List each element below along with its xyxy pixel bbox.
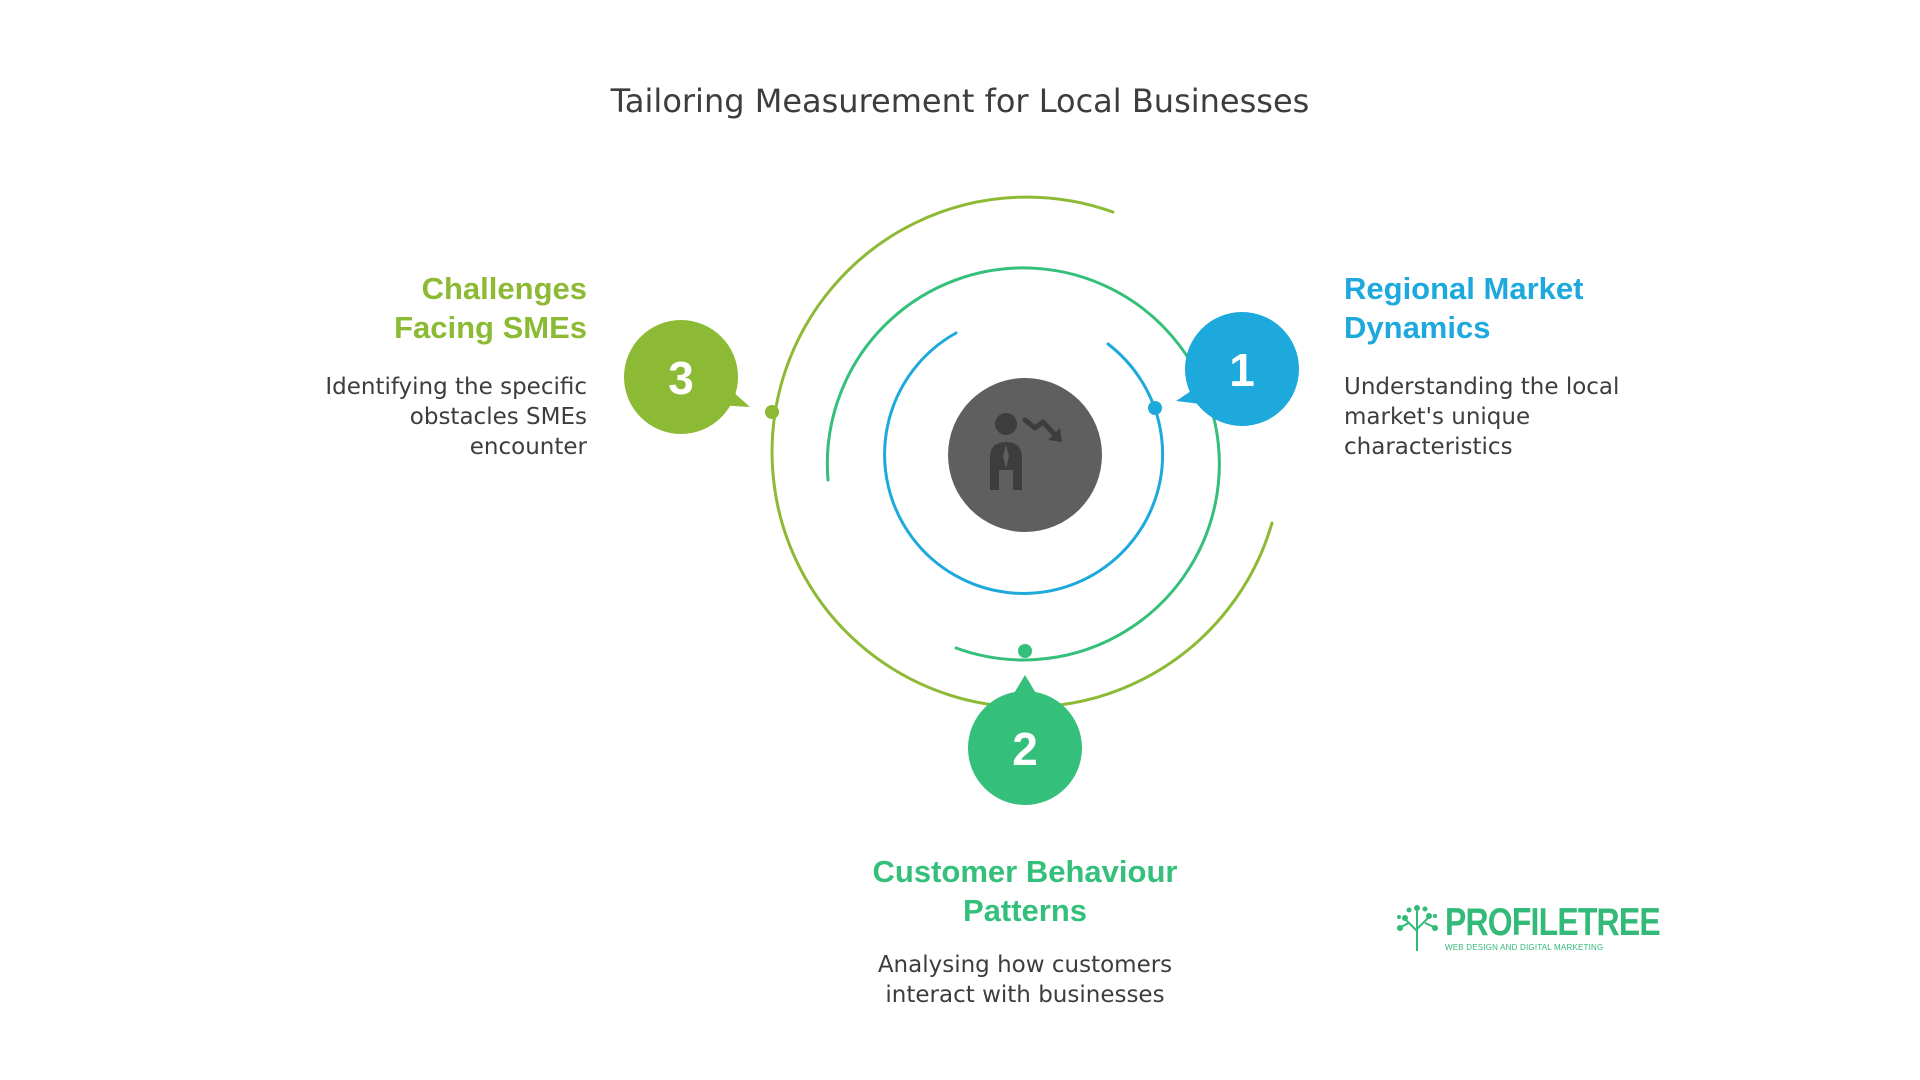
page-title: Tailoring Measurement for Local Business… [610, 82, 1310, 120]
step-2-heading-line2: Patterns [962, 893, 1088, 928]
step-1-number: 1 [1229, 344, 1255, 396]
step-3-desc-line2: obstacles SMEs [409, 404, 587, 430]
step-2-desc-line1: Analysing how customers [877, 952, 1173, 978]
step-3-desc-line1: Identifying the specific [325, 374, 587, 400]
step-3-heading-line2: Facing SMEs [394, 310, 587, 345]
step-2-desc-line2: interact with businesses [885, 982, 1165, 1008]
step-3-desc-line3: encounter [469, 434, 587, 460]
middle-ring-arc [825, 266, 1221, 662]
step-1-heading-line2: Dynamics [1344, 310, 1491, 345]
tree-icon [1397, 905, 1438, 951]
inner-ring-arc [883, 331, 1165, 595]
logo-tagline: WEB DESIGN AND DIGITAL MARKETING [1445, 943, 1604, 952]
ring-dot-1 [1148, 401, 1162, 415]
step-3-description: Identifying the specific obstacles SMEs … [325, 372, 587, 462]
step-3-heading: Challenges Facing SMEs [394, 269, 587, 347]
step-3-number: 3 [668, 352, 694, 404]
step-3-marker [624, 320, 750, 434]
center-circle [948, 378, 1102, 532]
step-1-heading: Regional Market Dynamics [1344, 269, 1583, 347]
ring-dot-2 [1018, 644, 1032, 658]
step-2-heading-line1: Customer Behaviour [872, 854, 1178, 889]
step-1-desc-line2: market's unique [1344, 404, 1531, 430]
step-1-heading-line1: Regional Market [1344, 271, 1584, 306]
step-2-description: Analysing how customers interact with bu… [820, 950, 1230, 1010]
step-1-marker [1176, 312, 1299, 426]
logo-name: PROFILETREE [1445, 901, 1661, 944]
step-1-desc-line3: characteristics [1344, 434, 1513, 460]
outer-ring-arc [770, 195, 1274, 709]
step-2-number: 2 [1012, 723, 1038, 775]
step-1-description: Understanding the local market's unique … [1344, 372, 1619, 462]
profiletree-logo: PROFILETREE WEB DESIGN AND DIGITAL MARKE… [1395, 903, 1661, 953]
step-2-marker [968, 675, 1082, 805]
step-3-heading-line1: Challenges [421, 271, 587, 306]
step-2-heading: Customer Behaviour Patterns [820, 852, 1230, 930]
person-declining-trend-icon [990, 413, 1062, 490]
ring-dot-3 [765, 405, 779, 419]
step-1-desc-line1: Understanding the local [1344, 374, 1620, 400]
